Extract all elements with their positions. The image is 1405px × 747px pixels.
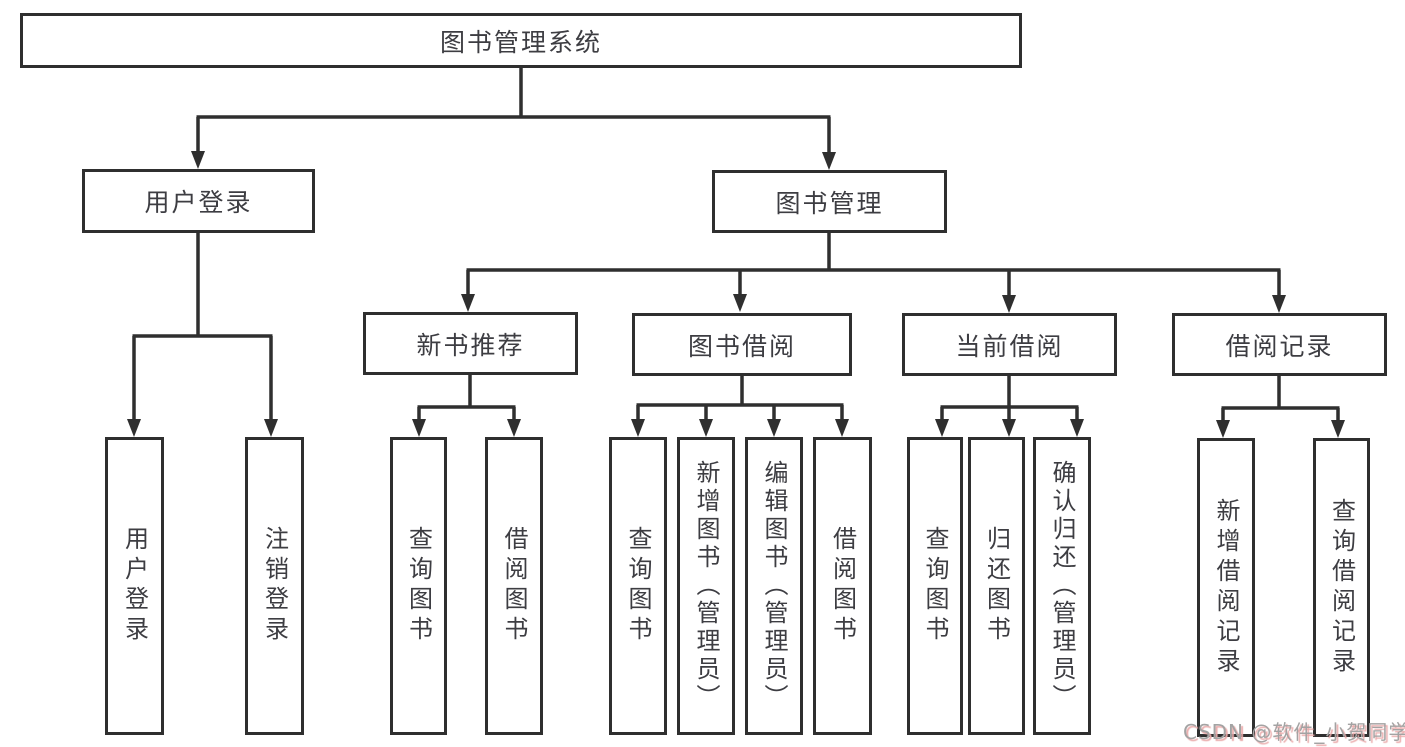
node-root-label: 图书管理系统 [439, 27, 602, 57]
leaf-logout: 注销登录 [245, 437, 304, 735]
node-borrow-records: 借阅记录 [1172, 313, 1387, 376]
leaf-query-books-borrow-label: 查询图书 [624, 526, 652, 646]
leaf-add-borrow-record: 新增借阅记录 [1197, 438, 1255, 737]
leaf-return-books: 归还图书 [968, 437, 1025, 735]
leaf-user-login-label: 用户登录 [120, 526, 149, 646]
node-new-book-rec: 新书推荐 [363, 312, 578, 375]
leaf-add-books-admin-label: 新增图书（管理员） [692, 460, 720, 712]
node-book-mgmt: 图书管理 [712, 170, 947, 233]
node-user-login-label: 用户登录 [144, 188, 253, 217]
node-current-borrow: 当前借阅 [902, 313, 1117, 376]
leaf-borrow-books-label: 借阅图书 [828, 526, 857, 646]
leaf-edit-books-admin: 编辑图书（管理员） [745, 437, 803, 735]
connector-user-login-children [127, 233, 278, 437]
node-root: 图书管理系统 [20, 13, 1022, 68]
node-new-book-rec-label: 新书推荐 [416, 330, 525, 360]
leaf-query-books-borrow: 查询图书 [609, 437, 667, 735]
leaf-query-borrow-record: 查询借阅记录 [1313, 438, 1370, 737]
leaf-add-books-admin: 新增图书（管理员） [677, 437, 735, 735]
node-book-borrow-label: 图书借阅 [687, 331, 796, 361]
leaf-return-books-label: 归还图书 [982, 526, 1011, 646]
leaf-query-books-current: 查询图书 [907, 437, 963, 735]
node-current-borrow-label: 当前借阅 [955, 331, 1064, 361]
csdn-watermark: CSDN @软件_小贺同学 [1183, 720, 1405, 744]
node-borrow-records-label: 借阅记录 [1225, 331, 1334, 361]
connector-current-borrow-children [935, 376, 1084, 437]
leaf-user-login: 用户登录 [105, 437, 164, 735]
leaf-query-books-newrec-label: 查询图书 [404, 526, 433, 646]
node-book-borrow: 图书借阅 [632, 313, 852, 376]
connector-borrow-records-children [1216, 376, 1345, 438]
leaf-logout-label: 注销登录 [260, 526, 289, 646]
leaf-borrow-books-newrec: 借阅图书 [485, 437, 543, 735]
node-book-mgmt-label: 图书管理 [775, 188, 884, 218]
leaf-query-books-current-label: 查询图书 [921, 526, 949, 646]
leaf-add-borrow-record-label: 新增借阅记录 [1212, 497, 1240, 678]
leaf-confirm-return-admin: 确认归还（管理员） [1033, 437, 1091, 735]
leaf-borrow-books-newrec-label: 借阅图书 [500, 526, 528, 646]
leaf-confirm-return-admin-label: 确认归还（管理员） [1048, 460, 1076, 712]
leaf-query-borrow-record-label: 查询借阅记录 [1327, 497, 1356, 678]
connector-book-mgmt-children [461, 233, 1286, 313]
leaf-query-books-newrec: 查询图书 [390, 437, 447, 735]
connector-new-book-rec-children [412, 375, 521, 437]
connector-book-borrow-children [631, 376, 849, 437]
connector-root-to-level2 [191, 68, 836, 170]
leaf-edit-books-admin-label: 编辑图书（管理员） [760, 460, 788, 712]
node-user-login: 用户登录 [82, 169, 315, 233]
leaf-borrow-books: 借阅图书 [813, 437, 872, 735]
